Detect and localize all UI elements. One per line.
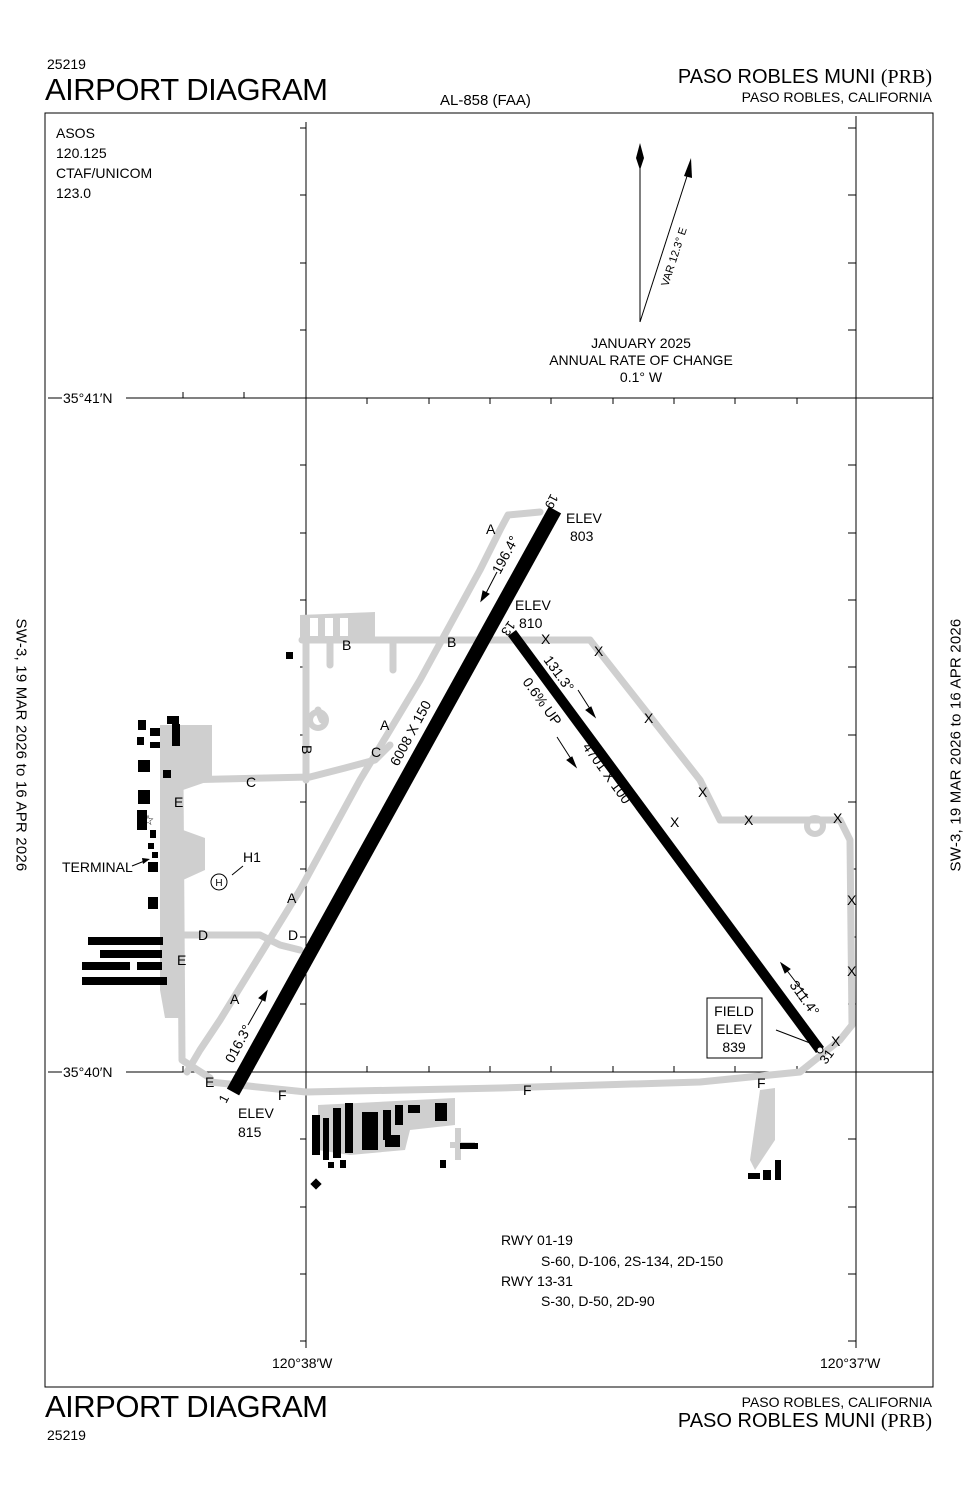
taxiway-labels: A A A A B B B C C D D E E E F F F X X X … [174, 521, 857, 1103]
airport-code-bottom: (PRB) [880, 1410, 932, 1432]
airport-title-top: PASO ROBLES MUNI (PRB) [678, 66, 932, 89]
turnaround-b [307, 709, 329, 731]
chart-number-top: 25219 [47, 56, 86, 72]
twy-label-a3: A [287, 890, 297, 906]
magnetic-north-arrow-icon [684, 158, 692, 178]
twy-label-x2: X [594, 643, 604, 659]
west-apron [160, 725, 212, 1018]
magnetic-variation-arrows: VAR 12.3° E [636, 143, 692, 323]
twy-label-f1: F [278, 1087, 287, 1103]
rwy-end-19: 19 [542, 492, 562, 512]
twy-label-c1: C [246, 774, 256, 790]
twy-label-x4: X [698, 784, 708, 800]
twy-label-x1: X [541, 631, 551, 647]
elev-label-13: ELEV [515, 597, 551, 613]
terminal-label: TERMINAL [62, 859, 133, 875]
twy-label-e1: E [174, 794, 183, 810]
twy-label-x3: X [644, 710, 654, 726]
twy-label-b1: B [342, 637, 351, 653]
strength-rwy1-values: S-60, D-106, 2S-134, 2D-150 [541, 1253, 723, 1269]
rwy-end-31: 31 [816, 1046, 837, 1067]
twy-label-a2: A [380, 717, 390, 733]
twy-label-x5: X [670, 814, 680, 830]
comms-ctaf: CTAF/UNICOM [56, 165, 153, 181]
runway-13-31 [507, 630, 825, 1053]
twy-label-f3: F [757, 1075, 766, 1091]
field-elev-2: ELEV [716, 1021, 752, 1037]
comms-ctaf-freq: 123.0 [56, 185, 92, 201]
comms-asos: ASOS [56, 125, 95, 141]
twy-label-f2: F [523, 1082, 532, 1098]
turnaround-x [804, 815, 826, 837]
twy-label-b3: B [299, 745, 315, 754]
field-elev-1: FIELD [714, 1003, 754, 1019]
east-apron [750, 1088, 775, 1170]
strength-rwy1-title: RWY 01-19 [501, 1232, 573, 1248]
chart-title-bottom: AIRPORT DIAGRAM [45, 1389, 328, 1424]
twy-label-b2: B [447, 634, 456, 650]
strength-rwy2-title: RWY 13-31 [501, 1273, 573, 1289]
star-beacon-icon: ☆ [142, 812, 155, 828]
chart-number-bottom: 25219 [47, 1427, 86, 1443]
lat-north-label: 35°41′N [63, 390, 112, 406]
twy-label-d2: D [288, 927, 298, 943]
heliport-symbol: H [215, 878, 222, 889]
airport-name-bottom: PASO ROBLES MUNI [677, 1410, 876, 1432]
variation-label: VAR 12.3° E [659, 226, 689, 288]
elev-value-13: 810 [519, 615, 543, 631]
mag-rate-value: 0.1° W [620, 369, 663, 385]
diagram-frame [44, 112, 934, 1388]
lon-west-label: 120°38′W [272, 1355, 333, 1371]
comms-block: ASOS 120.125 CTAF/UNICOM 123.0 [56, 123, 152, 203]
twy-label-d1: D [198, 927, 208, 943]
chart-title-top: AIRPORT DIAGRAM [45, 72, 328, 107]
twy-label-a4: A [230, 991, 240, 1007]
location-bottom: PASO ROBLES, CALIFORNIA [741, 1394, 932, 1410]
mag-date: JANUARY 2025 [591, 335, 691, 351]
elev-value-1: 815 [238, 1124, 262, 1140]
strength-rwy2-values: S-30, D-50, 2D-90 [541, 1293, 655, 1309]
comms-asos-freq: 120.125 [56, 145, 107, 161]
procedure-id: AL-858 (FAA) [440, 92, 531, 109]
twy-label-x9: X [847, 963, 857, 979]
graticule-ticks [120, 127, 856, 1342]
rwy-end-1: 1 [215, 1092, 232, 1105]
heliport-icon [210, 873, 228, 891]
rwy-end-13: 13 [498, 618, 519, 639]
twy-label-x6: X [744, 812, 754, 828]
twy-label-e2: E [177, 952, 186, 968]
airport-title-bottom: PASO ROBLES MUNI (PRB) [678, 1410, 932, 1433]
mag-rate-label: ANNUAL RATE OF CHANGE [549, 352, 733, 368]
elev-label-19: ELEV [566, 510, 602, 526]
taxiway-a [183, 508, 544, 1076]
heading-arrows [247, 571, 811, 1044]
elev-label-1: ELEV [238, 1105, 274, 1121]
location-top: PASO ROBLES, CALIFORNIA [741, 89, 932, 105]
field-elev-box [706, 997, 763, 1059]
airport-name: PASO ROBLES MUNI [677, 66, 876, 88]
elev-value-19: 803 [570, 528, 594, 544]
lat-south-label: 35°40′N [63, 1064, 112, 1080]
twy-label-x8: X [847, 892, 857, 908]
twy-label-x7: X [833, 810, 843, 826]
airport-code: (PRB) [880, 66, 932, 88]
true-north-arrow-icon [636, 143, 644, 170]
twy-label-c2: C [371, 744, 381, 760]
runway-01-19 [226, 506, 562, 1096]
field-elev-3: 839 [722, 1039, 746, 1055]
twy-label-a1: A [486, 521, 496, 537]
twy-label-e3: E [205, 1074, 214, 1090]
lon-east-label: 120°37′W [820, 1355, 881, 1371]
rwy-13-31-dims: 4701 X 100 [580, 739, 635, 807]
heliport-label: H1 [243, 849, 261, 865]
apron-b [300, 612, 375, 643]
buildings [82, 652, 781, 1190]
twy-label-x10: X [831, 1033, 841, 1049]
